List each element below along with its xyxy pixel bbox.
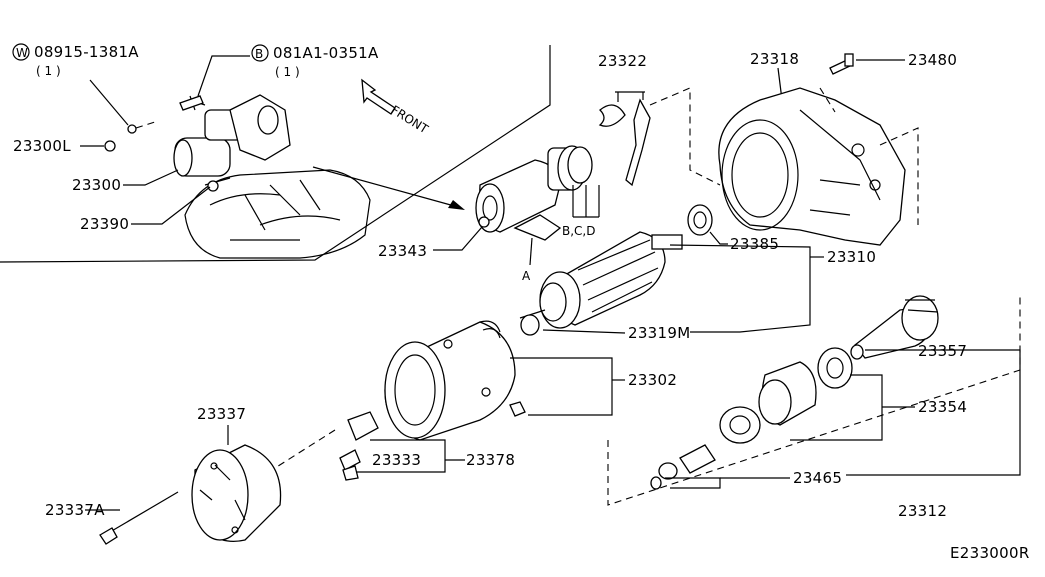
svg-text:23357: 23357 <box>918 342 967 360</box>
callout-bolt-b[interactable]: B 081A1-0351A ( 1 ) <box>179 44 379 111</box>
diagram-code: E233000R <box>950 544 1030 562</box>
svg-text:B,C,D: B,C,D <box>562 224 595 238</box>
label-23300[interactable]: 23300 <box>72 169 179 194</box>
pinion-zone <box>607 295 1021 506</box>
label-23319M[interactable]: 23319M <box>542 324 690 342</box>
svg-text:23480: 23480 <box>908 51 957 69</box>
svg-text:23385: 23385 <box>730 235 779 253</box>
svg-text:23300L: 23300L <box>13 137 71 155</box>
bolt-23337A[interactable]: 23337A <box>45 491 179 545</box>
symbol-b: B <box>255 47 263 61</box>
label-23300L[interactable]: 23300L <box>13 137 116 155</box>
solenoid-23343[interactable]: 23343 <box>378 145 593 260</box>
svg-text:23333: 23333 <box>372 451 421 469</box>
shaft-23357[interactable]: 23357 <box>850 295 1021 476</box>
svg-text:23300: 23300 <box>72 176 121 194</box>
yoke-23302[interactable]: 23302 <box>384 320 677 441</box>
svg-text:23343: 23343 <box>378 242 427 260</box>
armature-23310[interactable]: 23310 <box>519 231 876 336</box>
label-bcd[interactable]: B,C,D <box>562 185 600 238</box>
bolt-23480[interactable]: 23480 <box>829 51 957 75</box>
qty-label: ( 1 ) <box>275 65 300 79</box>
callout-bolt-w[interactable]: W 08915-1381A ( 1 ) <box>12 43 156 134</box>
svg-text:23337A: 23337A <box>45 501 105 519</box>
svg-text:23322: 23322 <box>598 52 647 70</box>
bearing-23385[interactable]: 23385 <box>687 204 779 253</box>
svg-text:A: A <box>522 269 531 283</box>
spring-23465[interactable]: 23465 <box>650 444 850 490</box>
svg-text:23310: 23310 <box>827 248 876 266</box>
part-number-081A1-0351A: 081A1-0351A <box>273 44 379 62</box>
pointer-arrow <box>312 166 465 210</box>
svg-text:23318: 23318 <box>750 50 799 68</box>
qty-label: ( 1 ) <box>36 64 61 78</box>
svg-text:23302: 23302 <box>628 371 677 389</box>
spring-23322[interactable]: 23322 <box>598 52 721 187</box>
svg-text:23378: 23378 <box>466 451 515 469</box>
part-number-08915-1381A: 08915-1381A <box>34 43 139 61</box>
front-arrow: FRONT <box>361 78 431 137</box>
housing-23318[interactable]: 23318 <box>718 50 919 246</box>
label-23312[interactable]: 23312 <box>898 502 947 520</box>
label-a[interactable]: A <box>513 214 562 283</box>
clutch-23354[interactable]: 23354 <box>719 347 967 444</box>
svg-text:23465: 23465 <box>793 469 842 487</box>
svg-text:23354: 23354 <box>918 398 967 416</box>
cover-23337[interactable]: 23337 <box>191 405 282 542</box>
svg-text:23337: 23337 <box>197 405 246 423</box>
svg-text:23390: 23390 <box>80 215 129 233</box>
front-label: FRONT <box>388 103 431 137</box>
svg-text:23319M: 23319M <box>628 324 690 342</box>
label-23390[interactable]: 23390 <box>80 186 211 233</box>
svg-text:23312: 23312 <box>898 502 947 520</box>
symbol-w: W <box>16 46 28 60</box>
brush-23378[interactable]: 23333 23378 <box>274 411 515 481</box>
